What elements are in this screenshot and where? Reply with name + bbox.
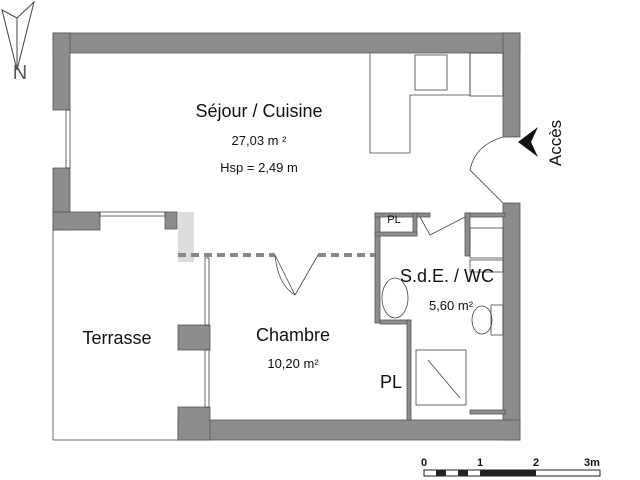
room-area-sejour: 27,03 m ² xyxy=(231,133,287,148)
north-arrow-icon xyxy=(1,0,35,71)
placard-large-label: PL xyxy=(379,372,403,392)
scale-tick-1: 1 xyxy=(476,457,484,469)
compass-label: N xyxy=(12,62,28,84)
entrance-label: Accès xyxy=(546,119,565,167)
walls xyxy=(52,32,521,441)
placard-small-label: PL xyxy=(387,214,401,226)
scale-bar xyxy=(423,469,601,477)
room-name-sde: S.d.E. / WC xyxy=(399,266,495,286)
entrance-arrow-icon xyxy=(518,127,538,157)
room-name-chambre: Chambre xyxy=(255,325,331,345)
room-area-sde: 5,60 m² xyxy=(428,298,474,313)
scale-tick-0: 0 xyxy=(420,457,428,469)
room-name-sejour: Séjour / Cuisine xyxy=(195,101,323,121)
scale-tick-3: 3m xyxy=(584,457,600,469)
fixtures xyxy=(52,52,504,441)
room-area-chambre: 10,20 m² xyxy=(267,356,319,371)
room-height-sejour: Hsp = 2,49 m xyxy=(220,160,298,175)
scale-tick-2: 2 xyxy=(532,457,540,469)
room-name-terrasse: Terrasse xyxy=(82,328,152,348)
